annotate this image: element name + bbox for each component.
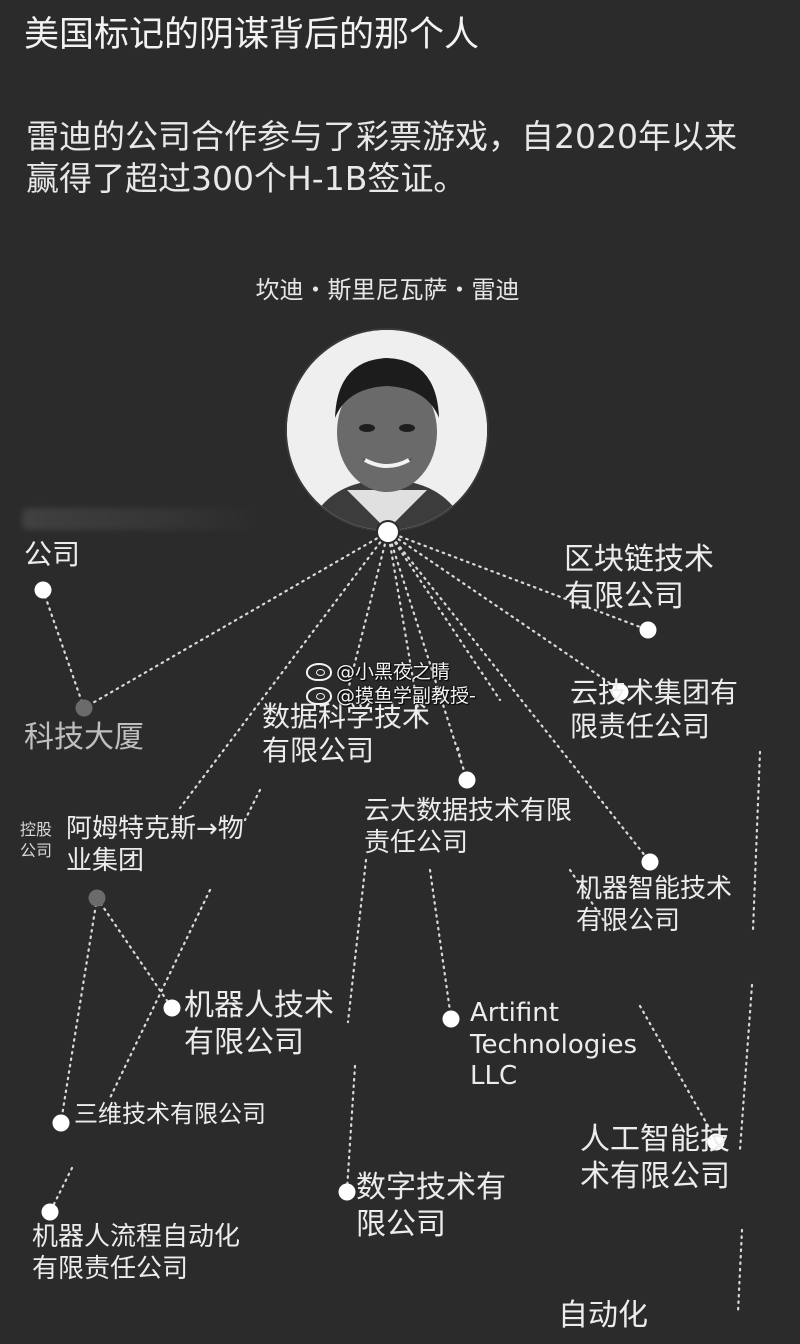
link-hub-blockchain [386, 530, 650, 632]
link-ai-automation [736, 1228, 744, 1314]
label-holding: 控股 公司 [20, 820, 53, 860]
person-name: 坎迪・斯里尼瓦萨・雷迪 [255, 276, 520, 304]
link-cloud-right [751, 750, 762, 932]
node-dot-digital [338, 1183, 356, 1201]
watermark: @小黑夜之睛 @摸鱼学副教授- [306, 660, 476, 708]
label-ai-tech: 人工智能技 术有限公司 [580, 1122, 730, 1194]
link-hub-artifint-a [386, 530, 502, 702]
node-dot-ai-tech [707, 1133, 725, 1151]
blurred-label [22, 508, 262, 530]
node-dot-amsterdam [88, 889, 106, 907]
link-bigdata-small [456, 746, 464, 768]
link-robot-3d [108, 888, 212, 1100]
node-dot-machine-intel [641, 853, 659, 871]
node-dot-tech-building [75, 699, 93, 717]
link-digital-lower [345, 1064, 357, 1192]
node-dot-cloud-group [611, 683, 629, 701]
label-cloud-bigdata: 云大数据技术有限 责任公司 [364, 796, 573, 858]
link-hub-tech-building [82, 530, 390, 710]
label-3d: 三维技术有限公司 [74, 1100, 266, 1128]
link-amsterdam-up [243, 788, 262, 822]
link-right-ai [738, 983, 754, 1152]
watermark-line1: @小黑夜之睛 [336, 661, 451, 683]
node-dot-artifint [442, 1010, 460, 1028]
node-dot-company [34, 581, 52, 599]
hub-node [378, 522, 398, 542]
link-hub-machine-intel [386, 530, 652, 864]
label-artifint: Artifint Technologies LLC [470, 998, 638, 1092]
label-blockchain: 区块链技术 有限公司 [564, 542, 714, 614]
link-hub-mid [386, 530, 422, 722]
link-hub-cloud-group [386, 530, 622, 692]
node-dot-cloud-bigdata [458, 771, 476, 789]
link-amsterdam-robot [95, 896, 174, 1010]
link-hub-data-science [346, 530, 390, 692]
page-title: 美国标记的阴谋背后的那个人 [24, 15, 480, 55]
page-subtitle: 雷迪的公司合作参与了彩票游戏，自2020年以来赢得了超过300个H-1B签证。 [26, 117, 737, 198]
label-tech-building: 科技大厦 [24, 720, 144, 755]
label-rpa: 机器人流程自动化 有限责任公司 [32, 1222, 241, 1284]
label-automation: 自动化 [558, 1298, 648, 1333]
link-hub-amsterdam [178, 530, 390, 810]
weibo-icon [306, 687, 332, 705]
label-company: 公司 [24, 538, 81, 571]
weibo-icon [306, 663, 332, 681]
node-dot-robot-tech [163, 999, 181, 1017]
label-cloud-group: 云技术集团有 限责任公司 [570, 676, 739, 744]
link-hub-cloud-bigdata [386, 530, 469, 782]
link-data-digital [346, 858, 368, 1024]
link-artifint-ai [638, 1004, 718, 1142]
link-bigdata-artifint [428, 868, 453, 1020]
label-amsterdam: 阿姆特克斯→物 业集团 [66, 814, 244, 876]
link-amsterdam-3d [59, 896, 99, 1124]
person-photo [287, 330, 487, 530]
watermark-line2: @摸鱼学副教授- [336, 685, 476, 707]
node-dot-3d [52, 1114, 70, 1132]
node-dot-rpa [41, 1203, 59, 1221]
label-robot-tech: 机器人技术 有限公司 [184, 988, 334, 1060]
label-digital: 数字技术有 限公司 [356, 1170, 506, 1242]
person-portrait-icon [287, 330, 487, 530]
node-dot-blockchain [639, 621, 657, 639]
label-data-science: 数据科学技术 有限公司 [262, 700, 431, 768]
link-bigdata-machine [568, 868, 612, 932]
label-machine-intel: 机器智能技术 有限公司 [576, 874, 733, 936]
link-company-tech-building [41, 588, 86, 710]
